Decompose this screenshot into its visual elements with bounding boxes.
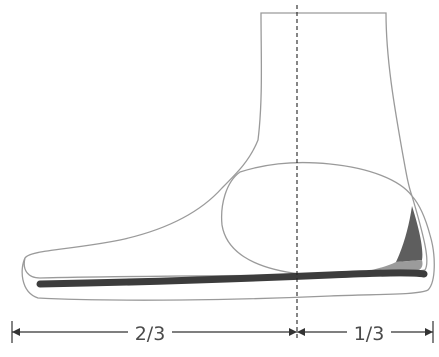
foot-outline — [23, 12, 428, 279]
heel-inner-curve — [220, 161, 413, 275]
arrow-right-start — [297, 328, 305, 336]
insole-bar — [36, 269, 428, 288]
heel-wedge-dark — [396, 206, 423, 262]
foot-sole-outline — [21, 195, 435, 301]
label-two-thirds: 2/3 — [135, 323, 166, 345]
arrow-left-start — [12, 328, 20, 336]
label-one-third: 1/3 — [354, 323, 385, 345]
arrow-left-end — [289, 328, 297, 336]
arrow-right-end — [425, 328, 433, 336]
